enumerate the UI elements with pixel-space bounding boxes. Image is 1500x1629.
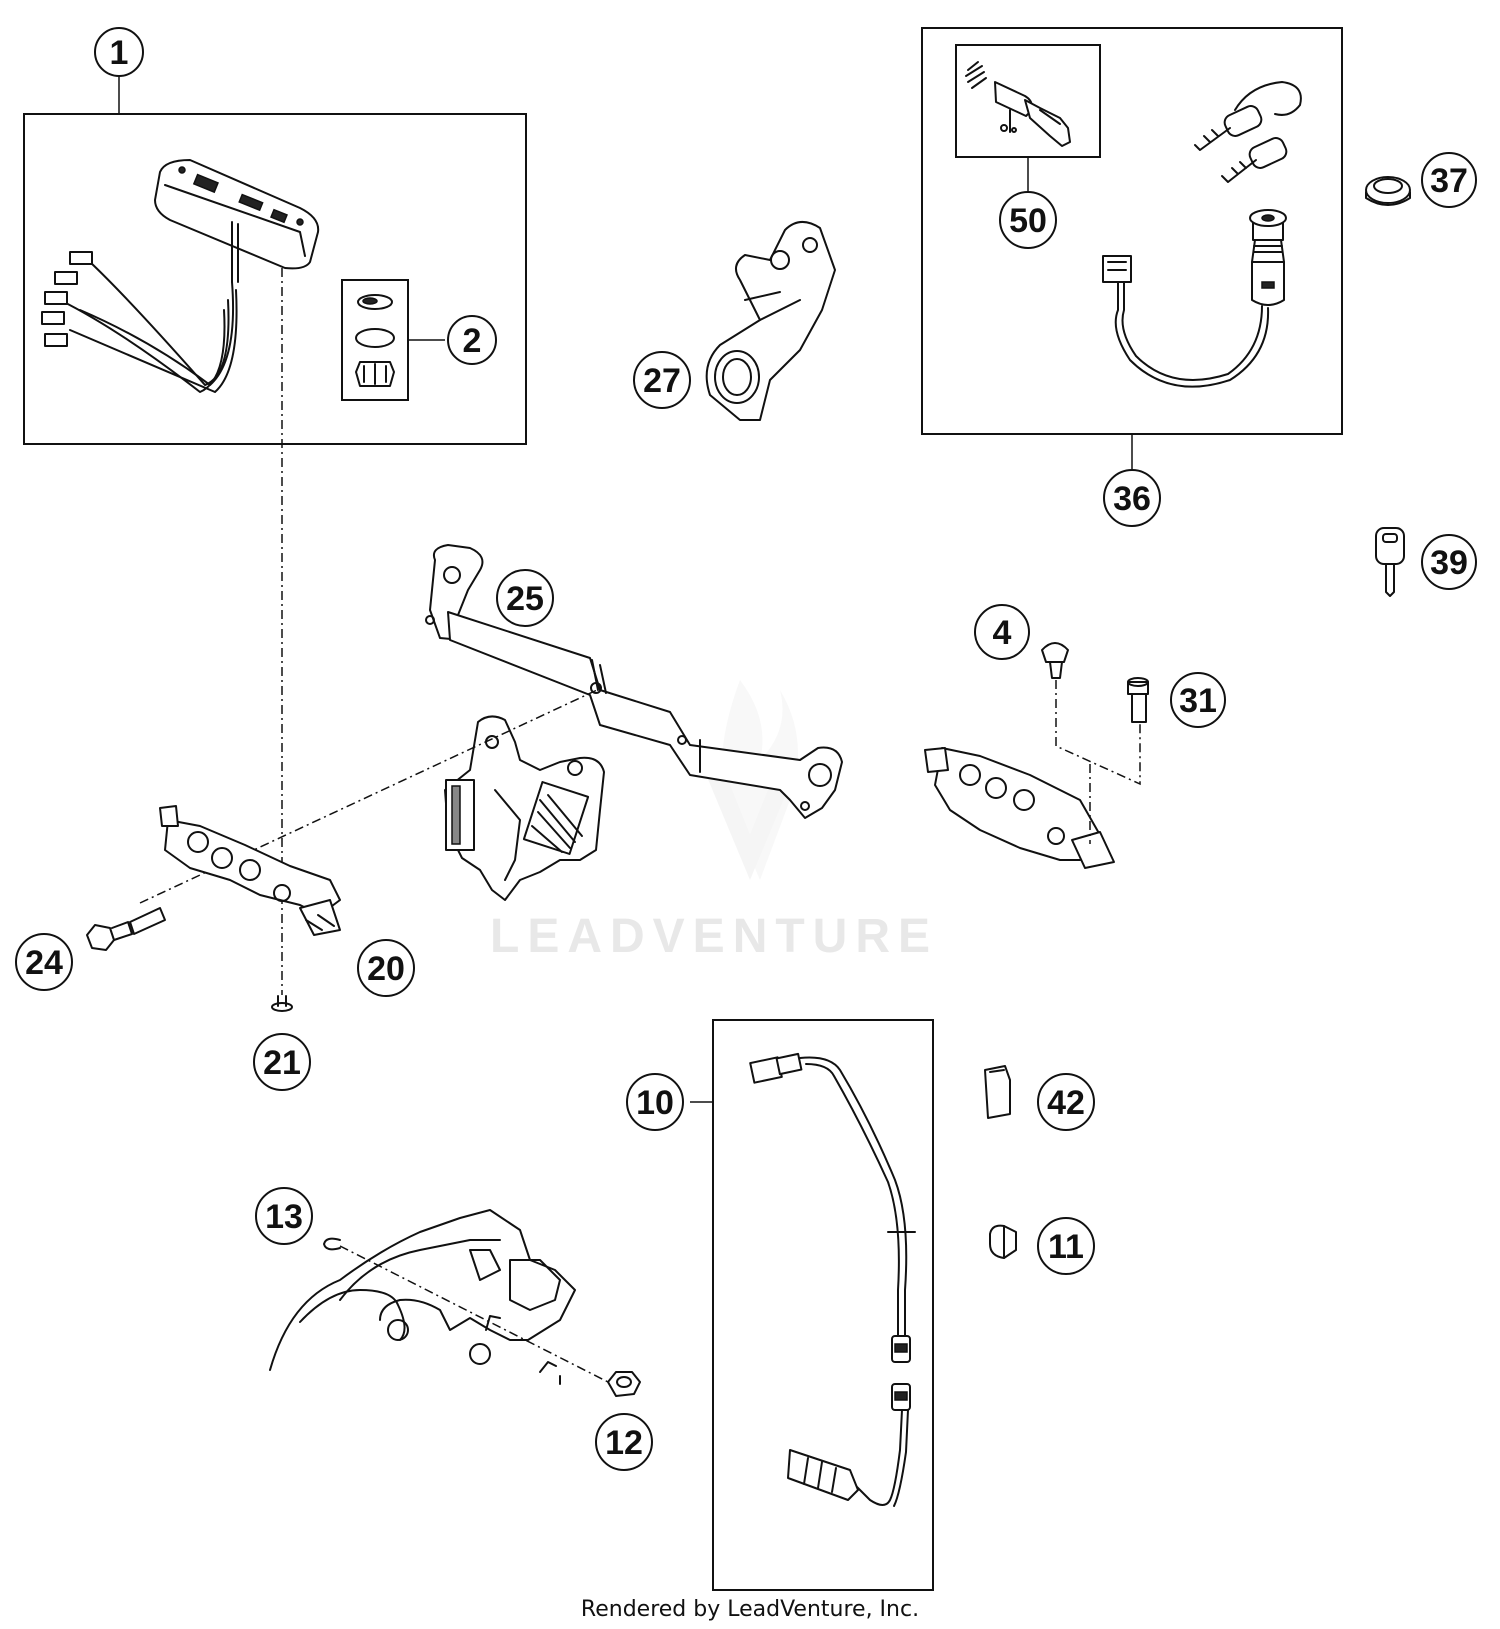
callout-label: 2 (463, 322, 482, 360)
part11-clip-icon (989, 1224, 1017, 1259)
callout-21: 21 (253, 1033, 311, 1091)
keys-icon (1194, 81, 1302, 183)
part31-pin-icon (1127, 677, 1149, 723)
speedometer-box (23, 113, 527, 445)
callout-4: 4 (974, 604, 1030, 660)
callout-label: 39 (1430, 544, 1468, 582)
sensor-cable-group (690, 1019, 934, 1591)
frame-bracket-icon (269, 1209, 576, 1385)
callout-label: 31 (1179, 682, 1217, 720)
callout-12: 12 (595, 1413, 653, 1471)
callout-31: 31 (1170, 672, 1226, 728)
callout-label: 50 (1009, 202, 1047, 240)
lock-cylinder-icon (965, 61, 1071, 147)
callout-1: 1 (94, 27, 144, 77)
part12-nut-icon (607, 1371, 641, 1397)
callout-39: 39 (1421, 534, 1477, 590)
callout-20: 20 (357, 939, 415, 997)
center-bracket-icon (444, 715, 605, 901)
callout-label: 37 (1430, 162, 1468, 200)
callout-label: 10 (636, 1084, 674, 1122)
callout-label: 25 (506, 580, 544, 618)
part25-crossbar-icon (425, 544, 843, 819)
callout-label: 1 (110, 34, 129, 72)
callout-25: 25 (496, 569, 554, 627)
ignition-switch-icon (1102, 209, 1287, 388)
part4-plug-icon (1041, 642, 1069, 679)
callout-label: 27 (643, 362, 681, 400)
part13-clip-icon (323, 1237, 341, 1251)
callout-50: 50 (999, 191, 1057, 249)
speedometer-unit-icon (41, 159, 320, 393)
part37-ring-icon (1365, 176, 1411, 206)
right-clamp-icon (924, 747, 1115, 869)
watermark-text: LEADVENTURE (490, 910, 938, 963)
ignition-switch-group (921, 27, 1343, 470)
callout-label: 11 (1048, 1228, 1084, 1266)
sensor-box (712, 1019, 934, 1591)
callout-24: 24 (15, 933, 73, 991)
part39-key-icon (1375, 527, 1405, 597)
callout-label: 4 (993, 614, 1012, 652)
mount-kit-icon (355, 294, 395, 387)
callout-36: 36 (1103, 469, 1161, 527)
callout-label: 20 (367, 950, 405, 988)
credit-text: Rendered by LeadVenture, Inc. (581, 1597, 919, 1622)
part27-bracket-icon (705, 221, 836, 421)
callout-label: 42 (1047, 1084, 1085, 1122)
part24-bolt-icon (86, 907, 166, 951)
callout-42: 42 (1037, 1073, 1095, 1131)
callout-11: 11 (1037, 1217, 1095, 1275)
part42-clip-icon (984, 1065, 1011, 1119)
callout-2: 2 (447, 315, 497, 365)
sensor-cable-icon (749, 1052, 916, 1507)
callout-13: 13 (255, 1187, 313, 1245)
callout-10: 10 (626, 1073, 684, 1131)
callout-label: 36 (1113, 480, 1151, 518)
part21-screw-icon (271, 995, 293, 1012)
callout-label: 12 (605, 1424, 643, 1462)
callout-label: 13 (265, 1198, 303, 1236)
callout-label: 24 (25, 944, 63, 982)
callout-27: 27 (633, 351, 691, 409)
watermark: LEADVENTURE (490, 680, 938, 963)
speedometer-group (23, 74, 527, 445)
callout-label: 21 (263, 1044, 301, 1082)
left-clamp-icon (159, 805, 341, 936)
callout-37: 37 (1421, 152, 1477, 208)
